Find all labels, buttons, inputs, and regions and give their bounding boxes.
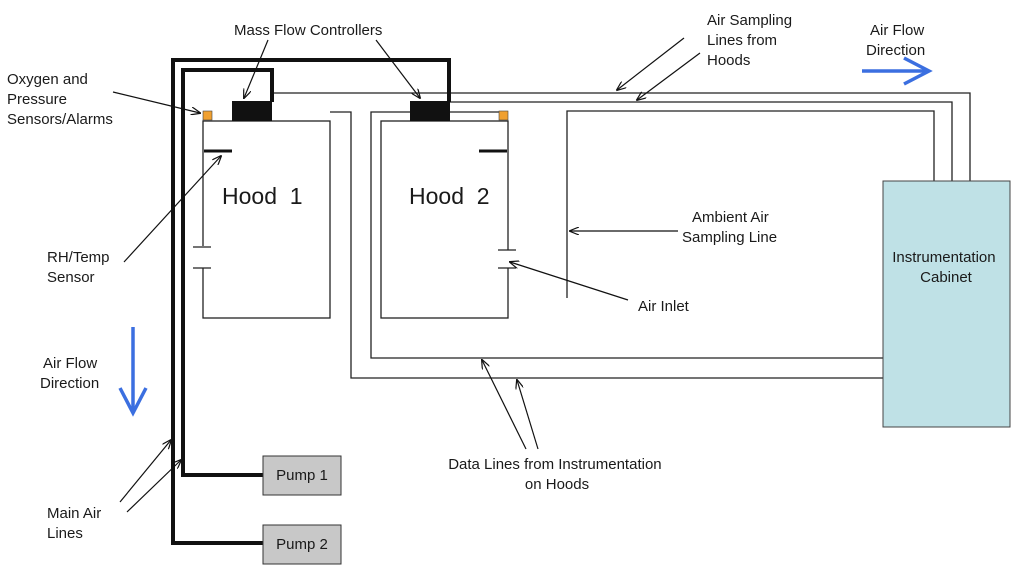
pump-2-box [262, 524, 342, 565]
label-air-inlet: Air Inlet [638, 298, 690, 315]
pointer-mfc-1 [244, 39, 269, 98]
pointer-data-line-2 [517, 380, 539, 450]
pointer-rh-temp [123, 156, 221, 263]
oxygen-sensor-hood-1 [202, 110, 213, 121]
pointer-main-air-2 [126, 460, 181, 513]
pointer-data-line-1 [482, 360, 527, 450]
main-air-line-1 [181, 68, 274, 477]
label-main-air-lines: Main Air Lines [47, 505, 105, 542]
data-line-inner [370, 111, 884, 359]
label-air-sampling-lines: Air Sampling Lines from Hoods [707, 12, 796, 69]
label-instrumentation-cabinet: Instrumentation Cabinet [892, 249, 1000, 286]
sampling-line-2 [450, 101, 953, 181]
label-air-flow-direction-left: Air Flow Direction [40, 355, 101, 392]
pointer-main-air-1 [119, 440, 171, 503]
pointer-sampling-2 [637, 52, 701, 100]
label-hood-2: Hood 2 [409, 183, 490, 209]
oxygen-sensor-hood-2 [498, 110, 509, 121]
main-air-line-2 [171, 58, 451, 545]
sampling-line-1 [272, 92, 971, 181]
label-air-flow-direction-top: Air Flow Direction [866, 22, 928, 59]
pointer-air-inlet [510, 262, 629, 301]
pointer-mfc-2 [375, 39, 420, 98]
air-flow-arrow-top [862, 56, 933, 86]
label-oxygen-sensors: Oxygen and Pressure Sensors/Alarms [7, 71, 113, 128]
mass-flow-controller-1 [232, 101, 272, 121]
label-hood-1: Hood 1 [222, 183, 303, 209]
data-line-outer [330, 111, 884, 379]
mass-flow-controller-2 [410, 101, 450, 121]
ambient-sampling-line [566, 110, 935, 298]
air-flow-arrow-left [118, 327, 148, 417]
label-rh-temp-sensor: RH/Temp Sensor [47, 249, 114, 286]
pointer-sampling-1 [617, 37, 685, 90]
label-ambient-air-sampling: Ambient Air Sampling Line [682, 209, 777, 246]
pointer-oxygen [112, 91, 200, 113]
label-pump-1: Pump 1 [276, 467, 328, 484]
label-data-lines: Data Lines from Instrumentation on Hoods [448, 456, 666, 493]
label-pump-2: Pump 2 [276, 536, 328, 553]
hood-1-inlet [193, 246, 211, 269]
pump-1-box [262, 455, 342, 496]
label-mass-flow-controllers: Mass Flow Controllers [234, 22, 382, 39]
hood-2-inlet [498, 249, 516, 269]
instrumentation-cabinet [882, 180, 1011, 428]
